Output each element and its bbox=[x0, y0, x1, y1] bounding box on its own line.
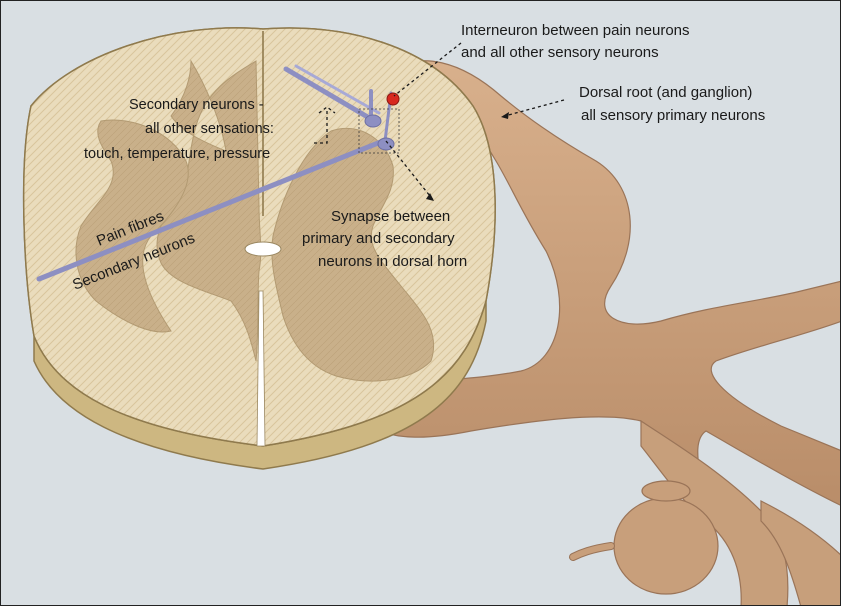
spinal-cord-section bbox=[24, 28, 495, 469]
label-interneuron-line1: Interneuron between pain neurons bbox=[461, 22, 690, 39]
label-synapse-line1: Synapse between bbox=[331, 208, 450, 225]
label-interneuron-line2: and all other sensory neurons bbox=[461, 44, 659, 61]
central-canal bbox=[245, 242, 281, 256]
label-dorsal-root-line1: Dorsal root (and ganglion) bbox=[579, 84, 752, 101]
sympathetic-ganglion bbox=[614, 498, 718, 594]
label-synapse-line2: primary and secondary bbox=[302, 230, 455, 247]
label-secondary-neurons-line3: touch, temperature, pressure bbox=[84, 146, 270, 162]
label-dorsal-root-line2: all sensory primary neurons bbox=[581, 107, 765, 124]
interneuron-marker bbox=[387, 93, 399, 105]
synapse-knob-lower bbox=[378, 138, 394, 150]
label-secondary-neurons-line1: Secondary neurons - bbox=[129, 97, 264, 113]
label-secondary-neurons-line2: all other sensations: bbox=[145, 121, 274, 137]
label-synapse-line3: neurons in dorsal horn bbox=[318, 253, 467, 270]
synapse-knob-upper bbox=[365, 115, 381, 127]
